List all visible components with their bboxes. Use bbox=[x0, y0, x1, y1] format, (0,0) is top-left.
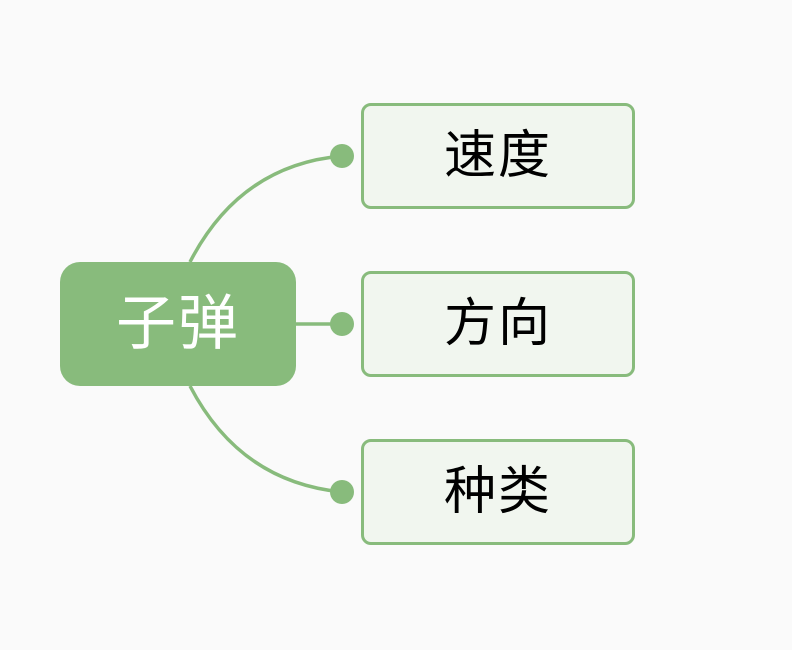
branch-dot-type bbox=[330, 480, 354, 504]
subtopic-type[interactable]: 种类 bbox=[361, 439, 635, 545]
branch-line-type bbox=[188, 385, 343, 494]
root-topic[interactable]: 子弹 bbox=[60, 262, 296, 386]
subtopic-label: 速度 bbox=[443, 126, 552, 186]
subtopic-label: 方向 bbox=[443, 294, 552, 354]
branch-dot-speed bbox=[330, 144, 354, 168]
branch-line-speed bbox=[188, 154, 343, 263]
subtopic-label: 种类 bbox=[443, 462, 552, 522]
subtopic-direction[interactable]: 方向 bbox=[361, 271, 635, 377]
root-topic-label: 子弹 bbox=[116, 289, 240, 359]
branch-dot-direction bbox=[330, 312, 354, 336]
subtopic-speed[interactable]: 速度 bbox=[361, 103, 635, 209]
